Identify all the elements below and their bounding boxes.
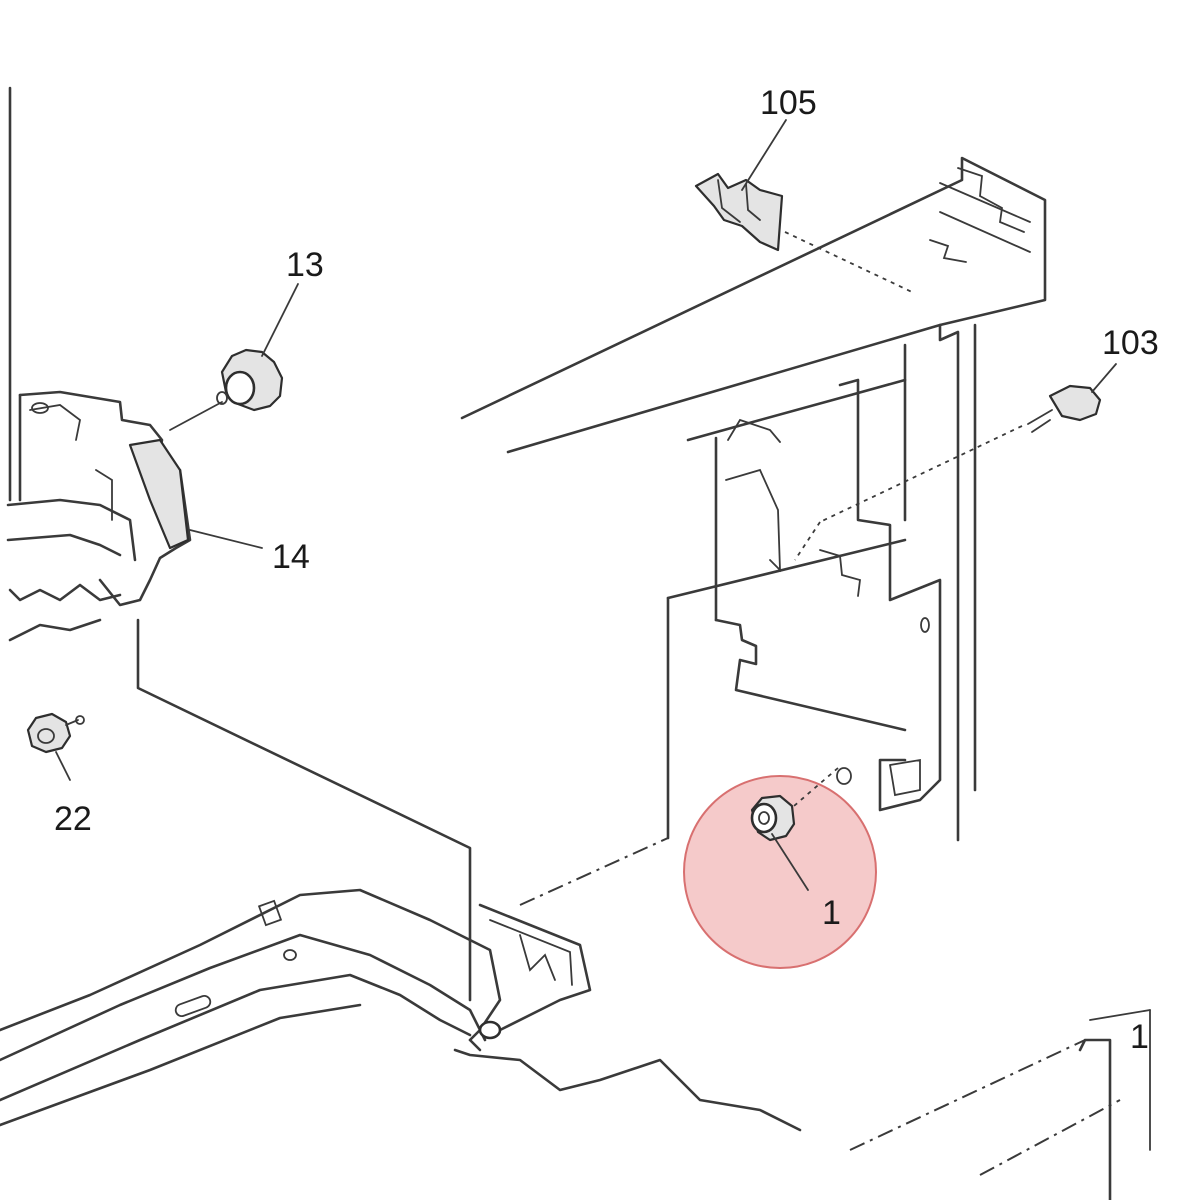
base-frame (0, 888, 802, 1132)
callout-22: 22 (54, 800, 92, 838)
callout-14: 14 (272, 538, 310, 576)
callout-105: 105 (760, 84, 817, 122)
guide-assembly-part-14 (6, 390, 192, 642)
assembly-lines (169, 231, 1151, 1200)
callout-1: 1 (822, 894, 841, 932)
side-bracket (686, 323, 977, 842)
rear-panel (136, 538, 907, 1002)
callout-103: 103 (1102, 324, 1159, 362)
screw-part-22 (26, 712, 85, 754)
callout-1-edge: 1 (1130, 1018, 1149, 1056)
screw-part-103 (1027, 384, 1102, 433)
callout-13: 13 (286, 246, 324, 284)
gear-part-13 (216, 348, 284, 412)
leader-lines (55, 119, 1117, 891)
highlight-circle (683, 775, 877, 969)
bushing-part-1 (750, 767, 852, 842)
clip-part-105 (694, 172, 784, 252)
